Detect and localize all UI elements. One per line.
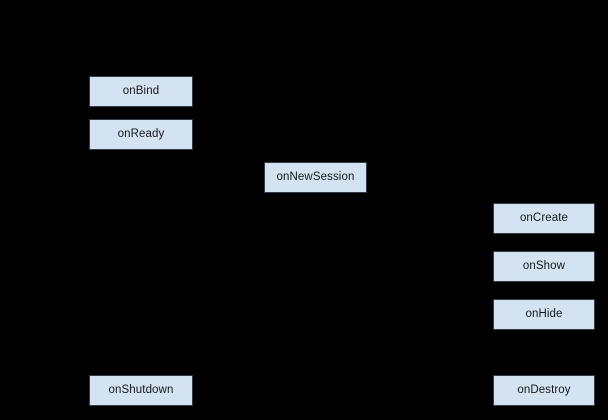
lifecycle-node-on-ready[interactable]: onReady <box>89 119 193 150</box>
lifecycle-node-on-shutdown[interactable]: onShutdown <box>89 375 193 406</box>
lifecycle-node-on-show[interactable]: onShow <box>493 251 595 282</box>
lifecycle-node-on-new-session[interactable]: onNewSession <box>264 162 367 193</box>
lifecycle-node-on-hide[interactable]: onHide <box>493 299 595 330</box>
lifecycle-node-on-destroy[interactable]: onDestroy <box>493 375 595 406</box>
lifecycle-node-on-create[interactable]: onCreate <box>493 203 595 234</box>
lifecycle-node-on-bind[interactable]: onBind <box>89 76 193 107</box>
